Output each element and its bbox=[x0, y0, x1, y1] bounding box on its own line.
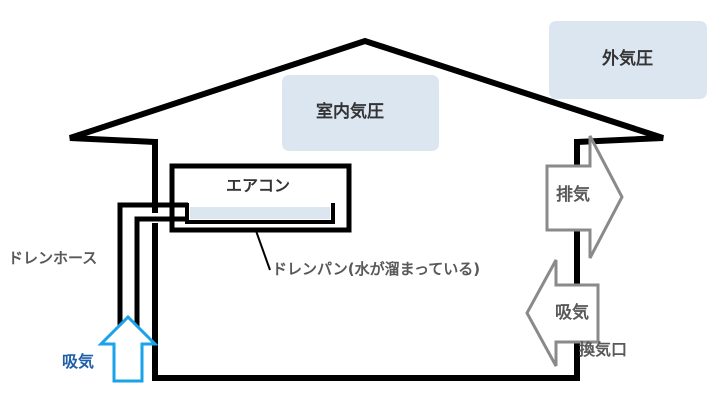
aircon-label: エアコン bbox=[226, 176, 291, 195]
exhaust-label: 排気 bbox=[556, 185, 590, 205]
drain-pan-leader bbox=[254, 227, 271, 271]
drain-pan bbox=[185, 203, 335, 224]
roof-outline bbox=[69, 37, 664, 145]
intake-hose-label: 吸気 bbox=[62, 352, 95, 371]
intake-vent-label: 吸気 bbox=[555, 303, 589, 323]
vent-port-label: 換気口 bbox=[579, 340, 628, 359]
aircon-unit bbox=[169, 163, 352, 233]
exhaust-arrow bbox=[545, 135, 624, 259]
drain-pan-water bbox=[190, 207, 330, 219]
outdoor-pressure-box bbox=[549, 21, 707, 99]
drain-hose-label: ドレンホース bbox=[8, 249, 98, 267]
outdoor-pressure-label: 外気圧 bbox=[602, 49, 653, 69]
indoor-pressure-box bbox=[282, 75, 439, 151]
intake-hose-arrow bbox=[97, 314, 159, 383]
drain-hose-inner bbox=[134, 216, 188, 380]
indoor-pressure-label: 室内気圧 bbox=[316, 102, 384, 122]
drain-pan-label: ドレンパン(水が溜まっている) bbox=[272, 260, 481, 278]
drain-hose-outer bbox=[117, 202, 188, 380]
intake-vent-arrow bbox=[525, 259, 600, 367]
